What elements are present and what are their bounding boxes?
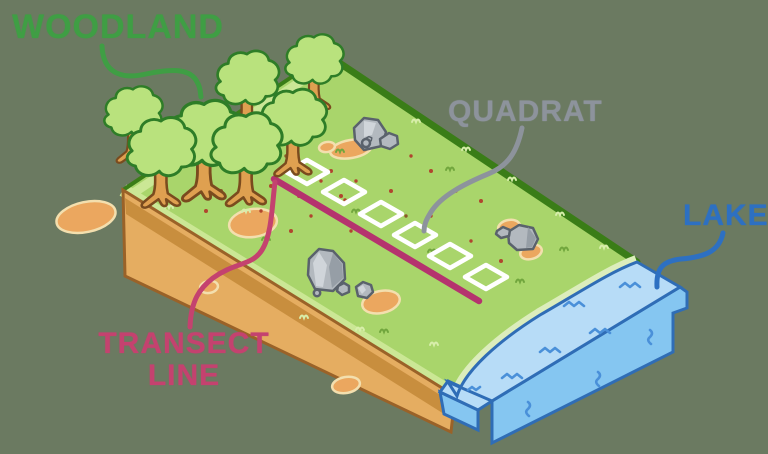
pebble-icon: [360, 137, 372, 149]
transect-label-line2: LINE: [147, 359, 221, 392]
transect-label-line1: TRANSECT: [98, 327, 270, 360]
lake-surface: [444, 260, 683, 403]
transect-line-label: TRANSECT LINE: [84, 328, 284, 392]
quadrat-squares: [283, 157, 510, 292]
soil-stripe: [125, 198, 453, 419]
wave-marks: [466, 281, 654, 418]
quadrat-square: [462, 262, 510, 292]
quadrat-square: [426, 241, 474, 271]
quadrat-connector: [421, 125, 525, 234]
transect-connector: [187, 179, 278, 330]
lake-connector: [654, 230, 726, 290]
transect-line: [270, 175, 483, 305]
quadrat-square: [320, 177, 368, 207]
rock-icon: [494, 223, 540, 252]
quadrat-square: [357, 199, 405, 229]
pebbles-icon: [335, 280, 375, 300]
quadrat-label: QUADRAT: [448, 95, 603, 128]
rock-icon: [306, 247, 347, 298]
woodland-connector: [99, 43, 204, 100]
woodland-label: WOODLAND: [12, 8, 224, 46]
lake-label: LAKE: [683, 199, 768, 232]
grass-back-edge: [322, 50, 641, 266]
quadrat-square: [391, 220, 439, 250]
lake: [437, 255, 689, 446]
